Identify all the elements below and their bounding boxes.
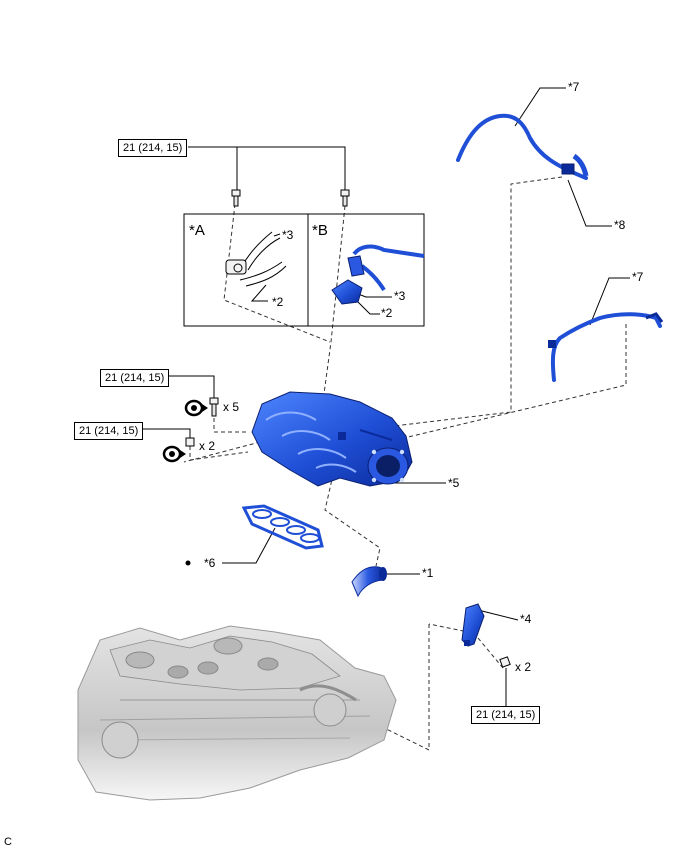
intake-manifold [251,391,413,487]
vacuum-hose-upper [456,113,589,180]
quantity-x5: x 5 [223,400,240,414]
stud-bolt-icon [209,397,219,417]
callout-1: *1 [422,566,434,580]
callout-5: *5 [448,476,460,490]
detail-box-frames [183,213,425,327]
bolt-icon [340,189,350,207]
intake-manifold-gasket [241,504,324,550]
bracket [461,603,485,647]
quantity-x2-bracket: x 2 [515,660,532,674]
detail-box-a-label: *A [189,222,205,239]
non-reusable-part-icon [185,560,191,566]
callout-4: *4 [520,612,532,626]
callout-2b: *2 [381,306,393,320]
figure-reference: C [4,836,12,848]
air-hose [351,566,387,598]
precoated-bolt-icon [184,399,208,417]
engine-assembly [77,625,397,801]
callout-3a: *3 [282,228,294,242]
solid-leader-lines [142,87,630,706]
callout-6: *6 [204,556,216,570]
callout-8: *8 [614,218,626,232]
precoated-bolt-icon [162,445,186,463]
callout-7-right: *7 [632,270,644,284]
box-b-hose-assembly [331,244,425,305]
bolt-icon [499,656,511,668]
torque-spec-top: 21 (214, 15) [118,139,188,157]
box-a-hose-assembly [225,231,287,287]
torque-spec-bolts: 21 (214, 15) [74,422,144,440]
vacuum-hose-lower [548,312,664,382]
bolt-icon [185,437,195,447]
bolt-icon [231,189,241,207]
quantity-x2-bolts: x 2 [199,439,216,453]
torque-spec-bracket: 21 (214, 15) [471,706,541,724]
torque-spec-studs: 21 (214, 15) [100,369,170,387]
callout-2a: *2 [272,295,284,309]
callout-7-top: *7 [568,80,580,94]
detail-box-b-label: *B [312,222,328,239]
callout-3b: *3 [394,289,406,303]
